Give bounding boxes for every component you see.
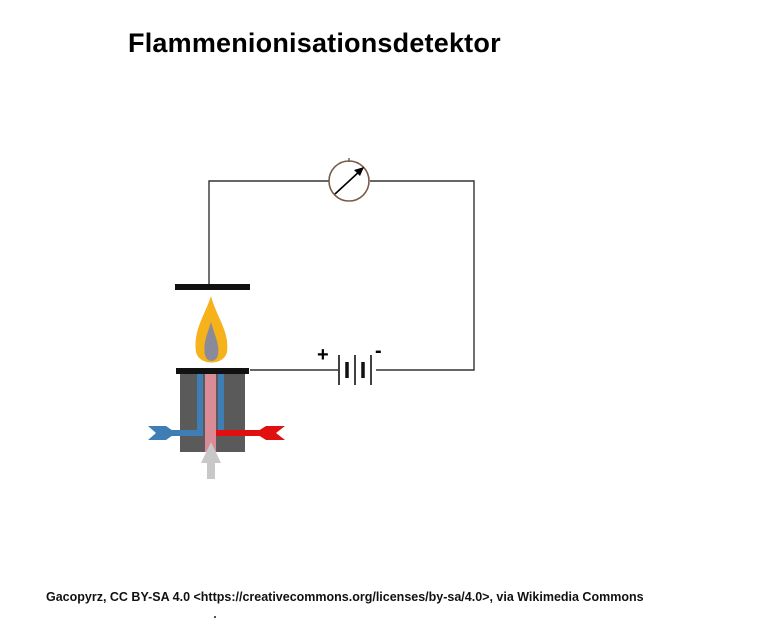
battery-plus-label: + [317, 344, 329, 366]
collector-electrode [175, 284, 250, 290]
burner-body [176, 368, 249, 452]
stray-dot [214, 616, 216, 618]
page-title: Flammenionisationsdetektor [128, 28, 501, 58]
battery-icon [338, 355, 372, 385]
flame-icon [195, 296, 228, 363]
hydrogen-channel [197, 374, 203, 432]
battery-minus-label: - [375, 340, 382, 362]
sample-channel [205, 374, 216, 452]
air-inlet-arrow [216, 426, 285, 440]
carrier-gas-arrow [201, 442, 221, 479]
gas-inlet-arrow [148, 426, 203, 440]
ammeter-icon [328, 158, 370, 202]
image-credit: Gacopyrz, CC BY-SA 4.0 <https://creative… [46, 590, 644, 604]
circuit-wires [208, 180, 475, 371]
